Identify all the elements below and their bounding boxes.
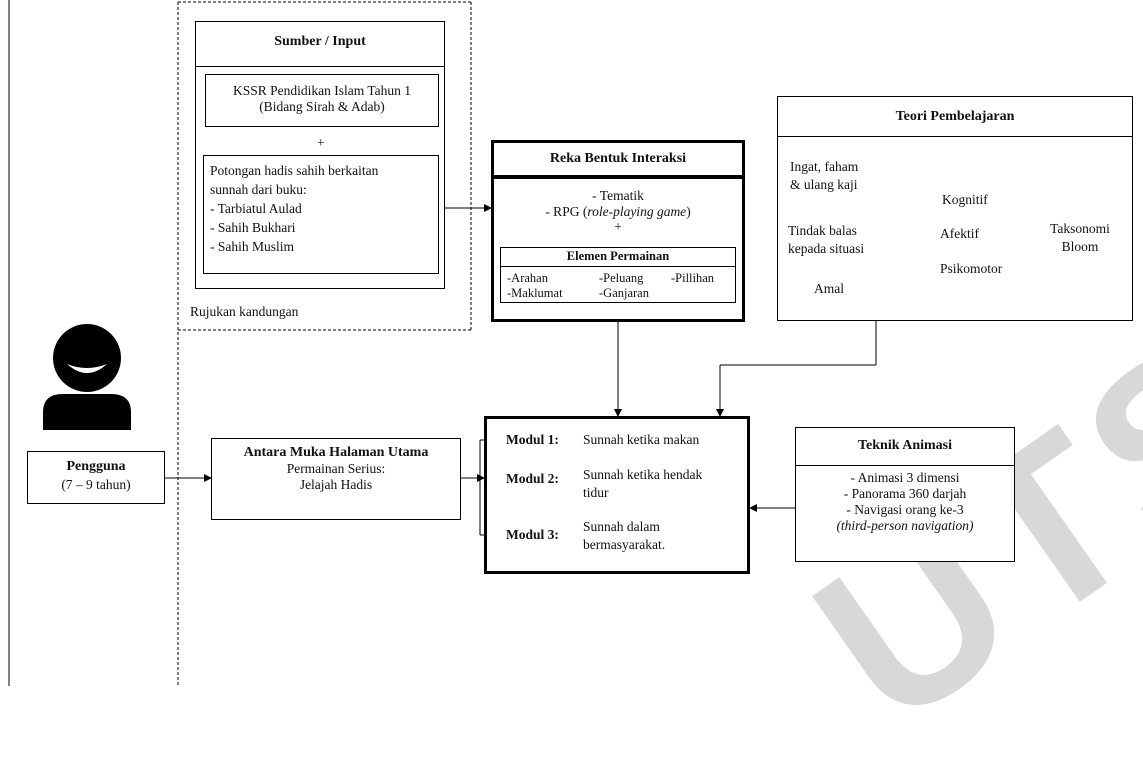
- interaction-title: Reka Bentuk Interaksi: [549, 151, 687, 166]
- game-elements-divider: [501, 266, 735, 267]
- game-element-peluang: -Peluang: [599, 271, 644, 285]
- interaction-line2-prefix: - RPG (: [545, 204, 588, 219]
- interaction-line1: - Tematik: [592, 188, 644, 203]
- kssr-line2: (Bidang Sirah & Adab): [259, 99, 385, 114]
- domain-psikomotor: Psikomotor: [940, 261, 1003, 276]
- kssr-line1: KSSR Pendidikan Islam Tahun 1: [232, 83, 412, 98]
- interaction-plus: +: [614, 219, 622, 234]
- source-caption: Rujukan kandungan: [190, 304, 299, 319]
- theory-amal: Amal: [814, 281, 844, 296]
- user-age: (7 – 9 tahun): [61, 477, 131, 492]
- home-box: Antara Muka Halaman Utama Permainan Seri…: [211, 438, 461, 520]
- theory-title: Teori Pembelajaran: [895, 109, 1015, 124]
- game-element-maklumat: -Maklumat: [507, 286, 563, 300]
- hadith-line: sunnah dari buku:: [210, 182, 307, 197]
- theory-ingat-2: & ulang kaji: [790, 177, 858, 192]
- home-line2: Jelajah Hadis: [299, 477, 373, 492]
- animation-title-divider: [796, 465, 1014, 466]
- taxonomy-line2: Bloom: [1061, 239, 1099, 254]
- game-element-arahan: -Arahan: [507, 271, 548, 285]
- user-label: Pengguna: [66, 459, 126, 474]
- interaction-box: - Tematik - RPG (role-playing game) + El…: [491, 176, 745, 322]
- animation-box: Teknik Animasi - Animasi 3 dimensi - Pan…: [795, 427, 1015, 562]
- theory-tindak-2: kepada situasi: [788, 241, 865, 256]
- theory-ingat-1: Ingat, faham: [790, 159, 859, 174]
- module-2-label: Modul 2:: [506, 471, 559, 486]
- hadith-line: - Sahih Bukhari: [210, 220, 296, 235]
- animation-line2: - Panorama 360 darjah: [843, 486, 967, 501]
- interaction-line2-italic: role-playing game: [587, 204, 687, 219]
- module-3-label: Modul 3:: [506, 527, 559, 542]
- game-elements-title: Elemen Permainan: [566, 249, 670, 263]
- user-box: Pengguna (7 – 9 tahun): [27, 451, 165, 504]
- domain-kognitif: Kognitif: [942, 192, 988, 207]
- user-avatar-icon: [35, 320, 140, 430]
- hadith-box: Potongan hadis sahih berkaitan sunnah da…: [203, 155, 439, 274]
- interaction-title-box: Reka Bentuk Interaksi: [491, 140, 745, 178]
- animation-line4: (third-person navigation): [836, 518, 974, 533]
- module-1-label: Modul 1:: [506, 432, 559, 447]
- home-line1: Permainan Serius:: [286, 461, 386, 476]
- source-title: Sumber / Input: [274, 34, 366, 49]
- hadith-line: Potongan hadis sahih berkaitan: [210, 163, 379, 178]
- hadith-line: - Tarbiatul Aulad: [210, 201, 302, 216]
- home-title: Antara Muka Halaman Utama: [243, 445, 429, 460]
- module-2-desc-2: tidur: [583, 485, 609, 500]
- interaction-line2-suffix: ): [686, 204, 691, 219]
- kssr-box: KSSR Pendidikan Islam Tahun 1 (Bidang Si…: [205, 74, 439, 127]
- interaction-line2: - RPG (role-playing game): [494, 204, 742, 220]
- animation-line3: - Navigasi orang ke-3: [846, 502, 964, 517]
- module-3-desc-2: bermasyarakat.: [583, 537, 666, 552]
- modules-box: [484, 416, 750, 574]
- theory-tindak-1: Tindak balas: [788, 223, 857, 238]
- animation-line1: - Animasi 3 dimensi: [850, 470, 960, 485]
- domain-afektif: Afektif: [940, 226, 979, 241]
- module-2-desc-1: Sunnah ketika hendak: [583, 467, 703, 482]
- source-plus: +: [317, 135, 325, 150]
- taxonomy-line1: Taksonomi: [1050, 221, 1110, 236]
- module-1-desc: Sunnah ketika makan: [583, 432, 700, 447]
- game-element-ganjaran: -Ganjaran: [599, 286, 649, 300]
- module-3-desc-1: Sunnah dalam: [583, 519, 660, 534]
- source-title-divider: [196, 66, 444, 67]
- game-element-pillihan: -Pillihan: [671, 271, 715, 285]
- game-elements-box: Elemen Permainan -Arahan -Peluang -Pilli…: [500, 247, 736, 303]
- hadith-line: - Sahih Muslim: [210, 239, 295, 254]
- animation-title: Teknik Animasi: [857, 438, 953, 453]
- theory-box: Teori Pembelajaran: [777, 96, 1133, 321]
- theory-title-divider: [778, 136, 1132, 137]
